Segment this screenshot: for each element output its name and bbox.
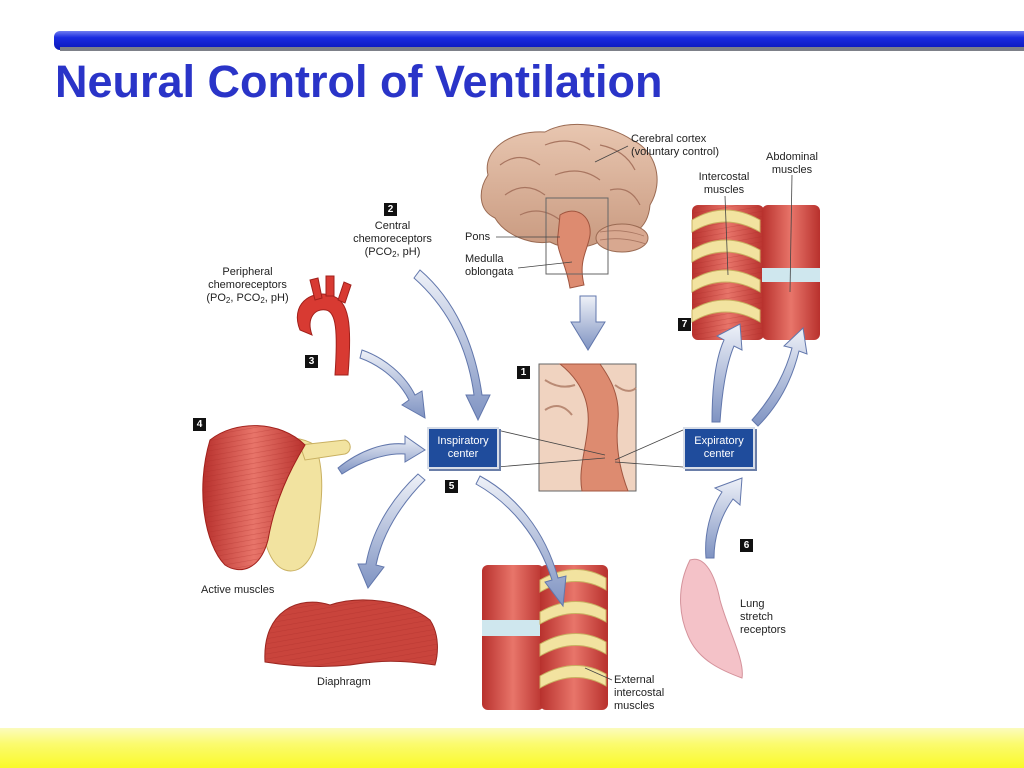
flow-arrows bbox=[337, 269, 808, 608]
arrow-lung-to-expiratory bbox=[705, 477, 743, 559]
label-subscript: 2 bbox=[392, 250, 397, 259]
label-part: , pH) bbox=[396, 246, 421, 258]
arrow-shoulder-to-inspiratory bbox=[337, 435, 426, 475]
center-label-line: center bbox=[447, 448, 479, 460]
label-line: muscles bbox=[771, 164, 813, 176]
arrow-peripheral-to-inspiratory bbox=[359, 349, 426, 419]
label-part: , pH) bbox=[264, 292, 289, 304]
label-abdominal-muscles: Abdominal muscles bbox=[758, 151, 826, 177]
label-pons: Pons bbox=[465, 231, 491, 243]
label-line: Peripheral bbox=[222, 266, 273, 278]
badge-2: 2 bbox=[384, 203, 397, 216]
arrow-inspiratory-to-external bbox=[475, 475, 567, 608]
label-line: Central bbox=[374, 220, 411, 232]
active-muscles-illustration bbox=[202, 425, 351, 572]
badge-3: 3 bbox=[305, 355, 318, 368]
center-label-line: Expiratory bbox=[694, 435, 744, 447]
badge-5: 5 bbox=[445, 480, 458, 493]
label-line: chemoreceptors bbox=[353, 233, 432, 245]
inspiratory-center-box: Inspiratory center bbox=[427, 427, 499, 469]
label-line: Abdominal bbox=[766, 151, 818, 163]
label-line: muscles bbox=[614, 700, 655, 712]
arrow-central-to-inspiratory bbox=[413, 269, 491, 422]
arrow-inspiratory-to-diaphragm bbox=[357, 473, 426, 589]
center-label-line: Inspiratory bbox=[437, 435, 489, 447]
intercostal-abdominal-muscles bbox=[691, 205, 820, 340]
label-intercostal-muscles: Intercostal muscles bbox=[690, 171, 758, 197]
label-line: (PCO2, pH) bbox=[345, 246, 440, 259]
arrow-expiratory-to-abdominal bbox=[751, 326, 808, 427]
label-central-chemoreceptors: Central chemoreceptors (PCO2, pH) bbox=[345, 220, 440, 259]
label-line: Cerebral cortex bbox=[631, 133, 707, 145]
label-line: Lung bbox=[740, 598, 765, 610]
label-part: (PCO bbox=[364, 246, 393, 258]
badge-1: 1 bbox=[517, 366, 530, 379]
medulla-zoom-illustration bbox=[538, 363, 637, 492]
badge-6: 6 bbox=[740, 539, 753, 552]
label-part: (PO bbox=[206, 292, 226, 304]
label-lung-stretch-receptors: Lung stretch receptors bbox=[740, 598, 786, 637]
label-medulla-oblongata: Medulla oblongata bbox=[465, 253, 513, 279]
label-line: (PO2, PCO2, pH) bbox=[195, 292, 300, 305]
label-subscript: 2 bbox=[260, 296, 265, 305]
title-accent-shadow bbox=[60, 47, 1024, 51]
label-active-muscles: Active muscles bbox=[201, 584, 275, 596]
label-line: Intercostal bbox=[698, 171, 750, 183]
label-line: Medulla bbox=[465, 253, 504, 265]
arrow-expiratory-to-intercostal bbox=[711, 323, 743, 423]
brain-illustration bbox=[480, 123, 658, 289]
label-line: chemoreceptors bbox=[208, 279, 287, 291]
leader-lines bbox=[496, 145, 793, 681]
footer-accent-bar bbox=[0, 728, 1024, 768]
label-subscript: 2 bbox=[225, 296, 231, 305]
label-line: External bbox=[614, 674, 655, 686]
label-part: , PCO bbox=[230, 292, 261, 304]
arrow-brain-to-medulla bbox=[570, 295, 606, 351]
label-line: receptors bbox=[740, 624, 786, 636]
aortic-arch-illustration bbox=[296, 275, 352, 376]
center-label-line: center bbox=[703, 448, 735, 460]
label-cerebral-cortex: Cerebral cortex (voluntary control) bbox=[631, 133, 719, 159]
label-diaphragm: Diaphragm bbox=[317, 676, 371, 688]
expiratory-center-box: Expiratory center bbox=[683, 427, 755, 469]
label-line: (voluntary control) bbox=[631, 146, 720, 158]
diaphragm-illustration bbox=[264, 599, 438, 667]
slide-title: Neural Control of Ventilation bbox=[55, 56, 663, 107]
label-peripheral-chemoreceptors: Peripheral chemoreceptors (PO2, PCO2, pH… bbox=[195, 266, 300, 305]
label-line: oblongata bbox=[465, 266, 514, 278]
title-accent-bar bbox=[54, 31, 1024, 50]
label-line: intercostal bbox=[614, 687, 665, 699]
badge-4: 4 bbox=[193, 418, 206, 431]
label-external-intercostal-muscles: External intercostal muscles bbox=[614, 674, 664, 713]
badge-7: 7 bbox=[678, 318, 691, 331]
label-line: stretch bbox=[740, 611, 774, 623]
external-intercostal-illustration bbox=[482, 565, 608, 710]
label-line: muscles bbox=[703, 184, 745, 196]
lung-illustration bbox=[680, 558, 743, 679]
